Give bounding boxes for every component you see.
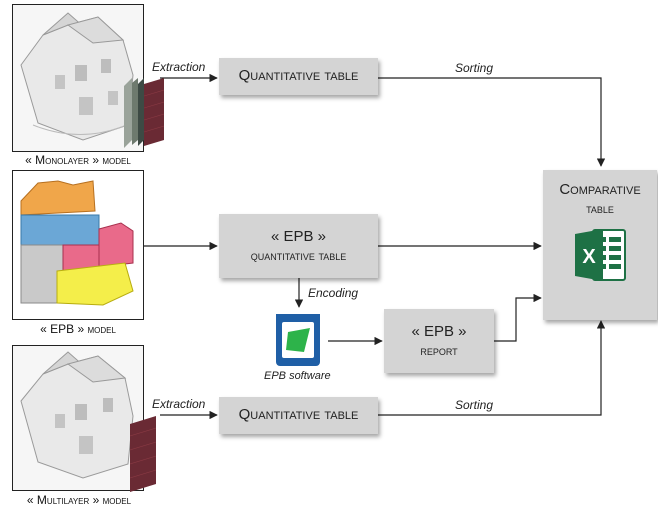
arrow-report-comparative [494, 293, 542, 342]
box-label-line1: « EPB » [411, 323, 467, 341]
box-label-line2: quantitative table [250, 248, 347, 264]
encoding-label: Encoding [308, 286, 359, 300]
monolayer-model-caption: « Monolayer » model [25, 153, 131, 167]
box-label-line1: Comparative [559, 181, 641, 198]
quantitative-table-top: Quantitative table [219, 58, 378, 95]
epb-software-label: EPB software [264, 370, 331, 382]
arrow-sorting-top [378, 77, 606, 167]
quantitative-table-bottom: Quantitative table [219, 397, 378, 434]
sorting-label-top: Sorting [455, 61, 494, 75]
multilayer-model-caption: « Multilayer » model [26, 493, 132, 507]
svg-text:X: X [582, 246, 596, 268]
excel-icon: X [575, 228, 626, 281]
sorting-label-bottom: Sorting [455, 398, 494, 412]
house-icon [13, 346, 143, 490]
epb-software-logo [276, 314, 320, 366]
monolayer-model-image [12, 4, 144, 152]
wall-layers-icon [130, 416, 156, 492]
box-label: Quantitative table [238, 406, 359, 424]
box-label: Quantitative table [238, 67, 359, 85]
epb-quantitative-table: « EPB » quantitative table [219, 214, 378, 278]
multilayer-model-image [12, 345, 144, 491]
epb-model-image [12, 170, 144, 320]
arrow-sorting-bottom [378, 320, 606, 416]
extraction-label-bottom: Extraction [152, 397, 206, 411]
comparative-table: Comparative table X [543, 170, 657, 320]
colored-zones-house-icon [13, 171, 143, 319]
box-label-line2: table [586, 201, 614, 217]
extraction-label-top: Extraction [152, 60, 206, 74]
box-label-line1: « EPB » [270, 228, 327, 246]
epb-report: « EPB » report [384, 309, 494, 373]
box-label-line2: report [420, 343, 458, 359]
house-icon [13, 5, 143, 151]
epb-model-caption: « EPB » model [40, 322, 116, 336]
wall-layers-icon [124, 78, 164, 148]
